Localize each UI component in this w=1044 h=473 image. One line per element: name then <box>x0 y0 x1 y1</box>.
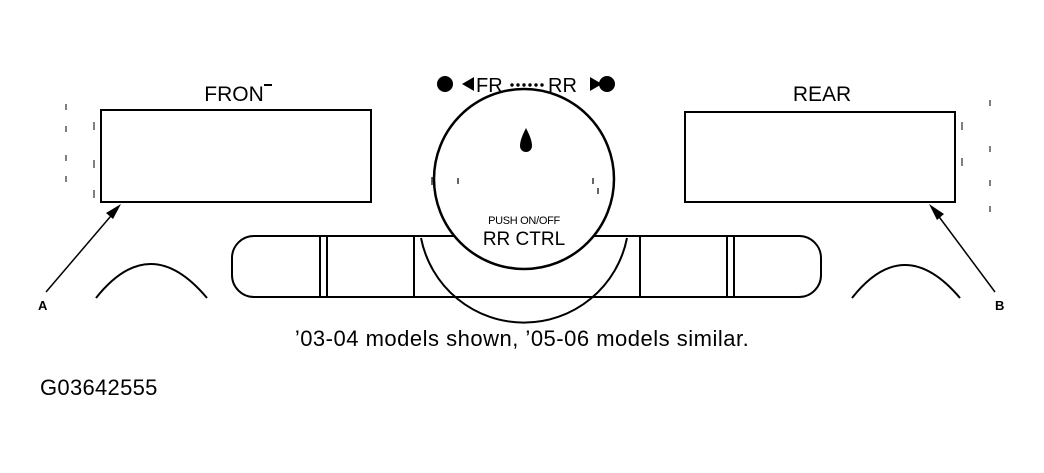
right-arrow-icon <box>590 77 602 91</box>
fr-text: FR <box>476 75 503 97</box>
rear-label: REAR <box>793 83 851 106</box>
callout-a: A <box>38 204 121 313</box>
callout-a-label: A <box>38 298 48 313</box>
callout-b-arrowhead <box>929 204 944 220</box>
rr-text: RR <box>548 75 577 97</box>
callout-a-arrowhead <box>106 204 121 219</box>
knob-push-text: PUSH ON/OFF <box>488 215 560 227</box>
knob-rr-ctrl-text: RR CTRL <box>483 229 565 250</box>
fr-indicator-dot <box>437 76 453 92</box>
figure-id: G03642555 <box>40 375 158 400</box>
figure-caption: ’03-04 models shown, ’05-06 models simil… <box>294 326 750 351</box>
fr-rr-selector: FR RR <box>437 75 615 97</box>
callout-b: B <box>929 204 1004 313</box>
right-vent-arc <box>851 264 961 299</box>
front-label: FRON <box>204 83 264 106</box>
callout-b-label: B <box>995 298 1004 313</box>
rotary-knob <box>432 87 616 271</box>
rear-side-ticks <box>961 100 991 212</box>
knob-collar <box>420 237 628 324</box>
knob-pointer-icon <box>520 128 532 152</box>
knob-ticks <box>431 177 599 194</box>
left-arrow-icon <box>462 77 474 91</box>
button-dividers <box>319 236 735 297</box>
front-display <box>100 109 372 203</box>
front-side-ticks <box>65 104 95 198</box>
rr-indicator-dot <box>599 76 615 92</box>
left-vent-arc <box>95 263 208 299</box>
rear-display <box>684 111 956 203</box>
dotted-line <box>510 83 544 87</box>
